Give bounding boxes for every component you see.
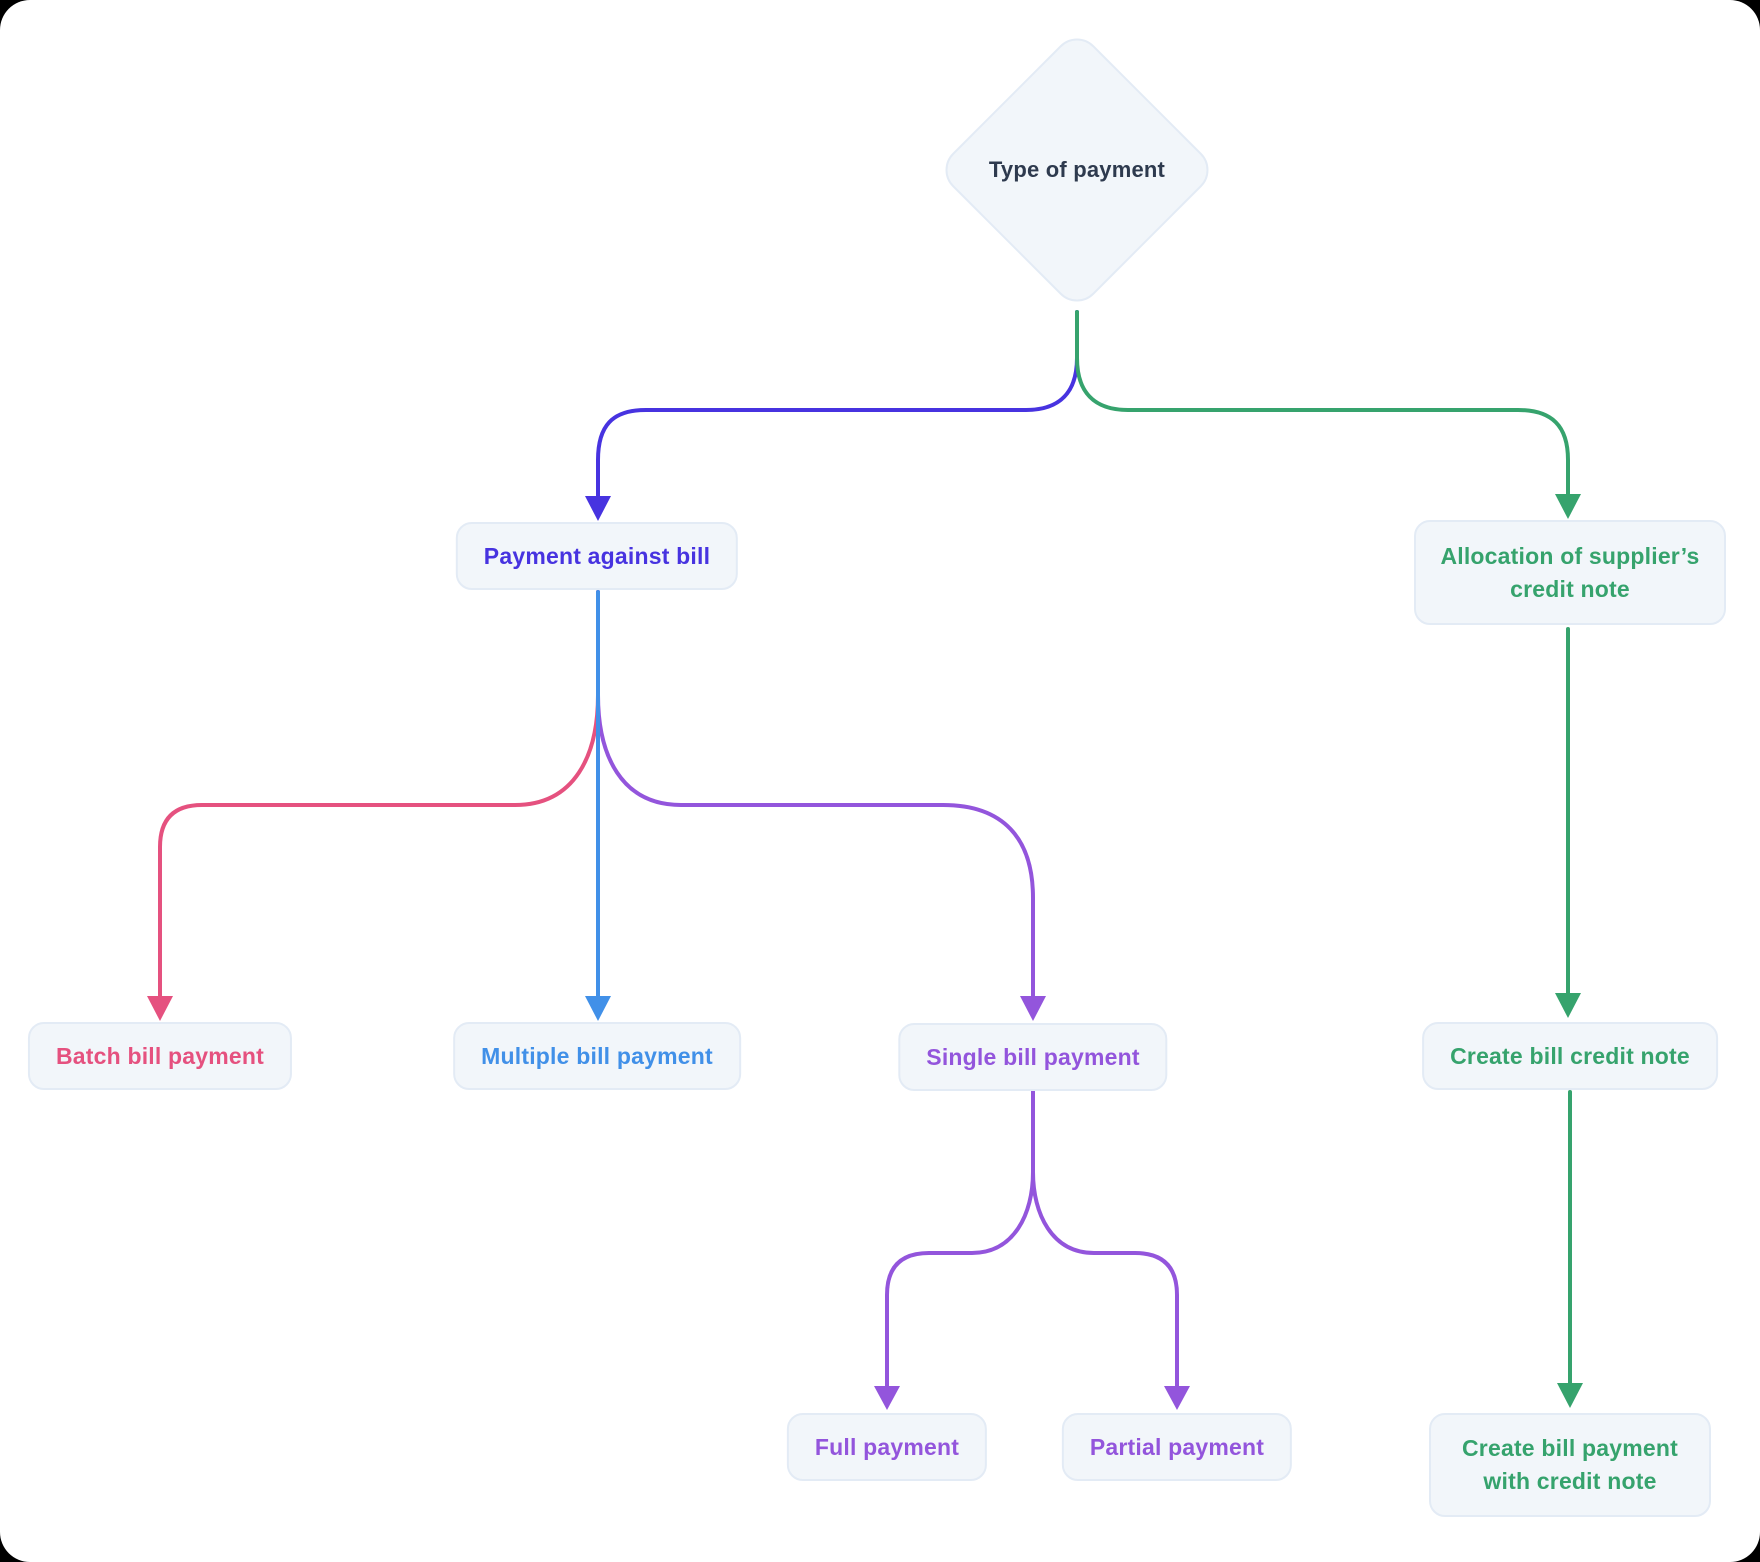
edge-to-full-payment [885, 1090, 1035, 1388]
node-payment-against-bill: Payment against bill [455, 522, 739, 590]
arrowhead-batch-bill-payment [147, 996, 173, 1021]
arrowhead-single-bill-payment [1020, 996, 1046, 1021]
node-batch-bill-payment: Batch bill payment [27, 1022, 293, 1090]
edge-to-batch-bill-payment [158, 590, 600, 998]
arrowhead-allocation-credit-note [1555, 494, 1581, 519]
arrowhead-payment-against-bill [585, 496, 611, 521]
node-allocation-of-suppliers-credit-note-label: Allocation of supplier’s credit note [1440, 542, 1700, 602]
node-payment-against-bill-label: Payment against bill [483, 542, 711, 569]
node-create-bill-payment-with-credit-note: Create bill payment with credit note [1429, 1413, 1711, 1517]
edge-to-partial-payment [1031, 1090, 1179, 1388]
node-single-bill-payment: Single bill payment [898, 1023, 1168, 1091]
node-batch-bill-payment-label: Batch bill payment [55, 1042, 265, 1069]
node-full-payment: Full payment [786, 1413, 988, 1481]
node-full-payment-label: Full payment [814, 1433, 960, 1460]
node-allocation-of-suppliers-credit-note: Allocation of supplier’s credit note [1414, 520, 1726, 625]
edge-root-to-allocation-credit-note [1075, 310, 1570, 496]
arrowhead-create-bill-payment-with-credit-note [1557, 1383, 1583, 1408]
node-partial-payment: Partial payment [1061, 1413, 1293, 1481]
node-partial-payment-label: Partial payment [1089, 1433, 1265, 1460]
node-type-of-payment-label: Type of payment [988, 157, 1166, 182]
node-create-bill-payment-with-credit-note-label: Create bill payment with credit note [1462, 1435, 1678, 1494]
edge-to-single-bill-payment [596, 590, 1035, 998]
node-multiple-bill-payment: Multiple bill payment [453, 1022, 741, 1090]
arrowhead-create-bill-credit-note [1555, 993, 1581, 1018]
arrowhead-full-payment [874, 1386, 900, 1410]
node-create-bill-credit-note: Create bill credit note [1422, 1022, 1718, 1090]
node-create-bill-credit-note-label: Create bill credit note [1450, 1042, 1690, 1069]
node-multiple-bill-payment-label: Multiple bill payment [481, 1042, 713, 1069]
node-single-bill-payment-label: Single bill payment [926, 1043, 1140, 1070]
edge-root-to-payment-against-bill [596, 310, 1079, 498]
arrowhead-multiple-bill-payment [585, 996, 611, 1021]
arrowhead-partial-payment [1164, 1386, 1190, 1410]
